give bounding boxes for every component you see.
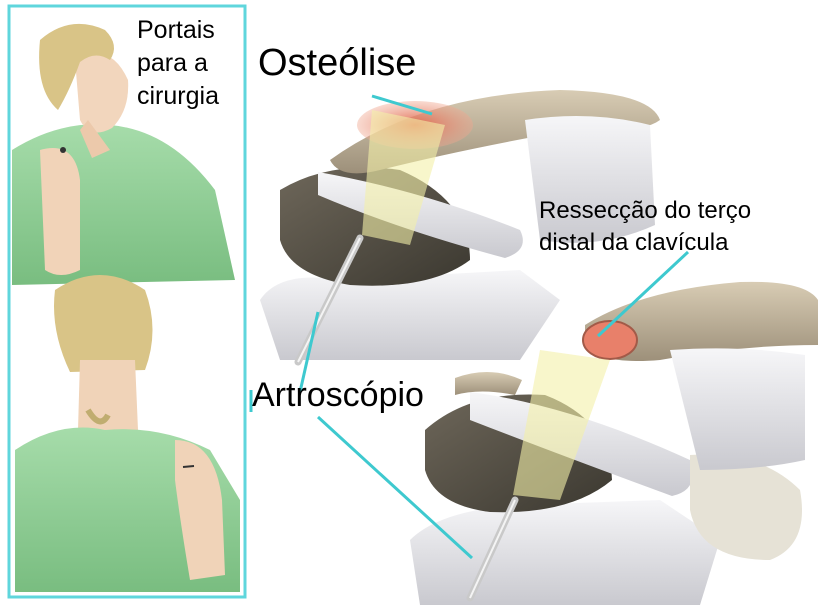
portals-label: Portais para a cirurgia [137, 14, 219, 113]
resection-label: Ressecção do terço distal da clavícula [539, 195, 751, 259]
portals-label-line-1: Portais [137, 14, 219, 47]
arthroscope-label: Artroscópio [252, 376, 424, 415]
portals-label-line-2: para a [137, 47, 219, 80]
osteolysis-label: Osteólise [258, 42, 416, 85]
resection-label-line-2: distal da clavícula [539, 227, 751, 259]
portals-label-line-3: cirurgia [137, 80, 219, 113]
resection-label-line-1: Ressecção do terço [539, 195, 751, 227]
